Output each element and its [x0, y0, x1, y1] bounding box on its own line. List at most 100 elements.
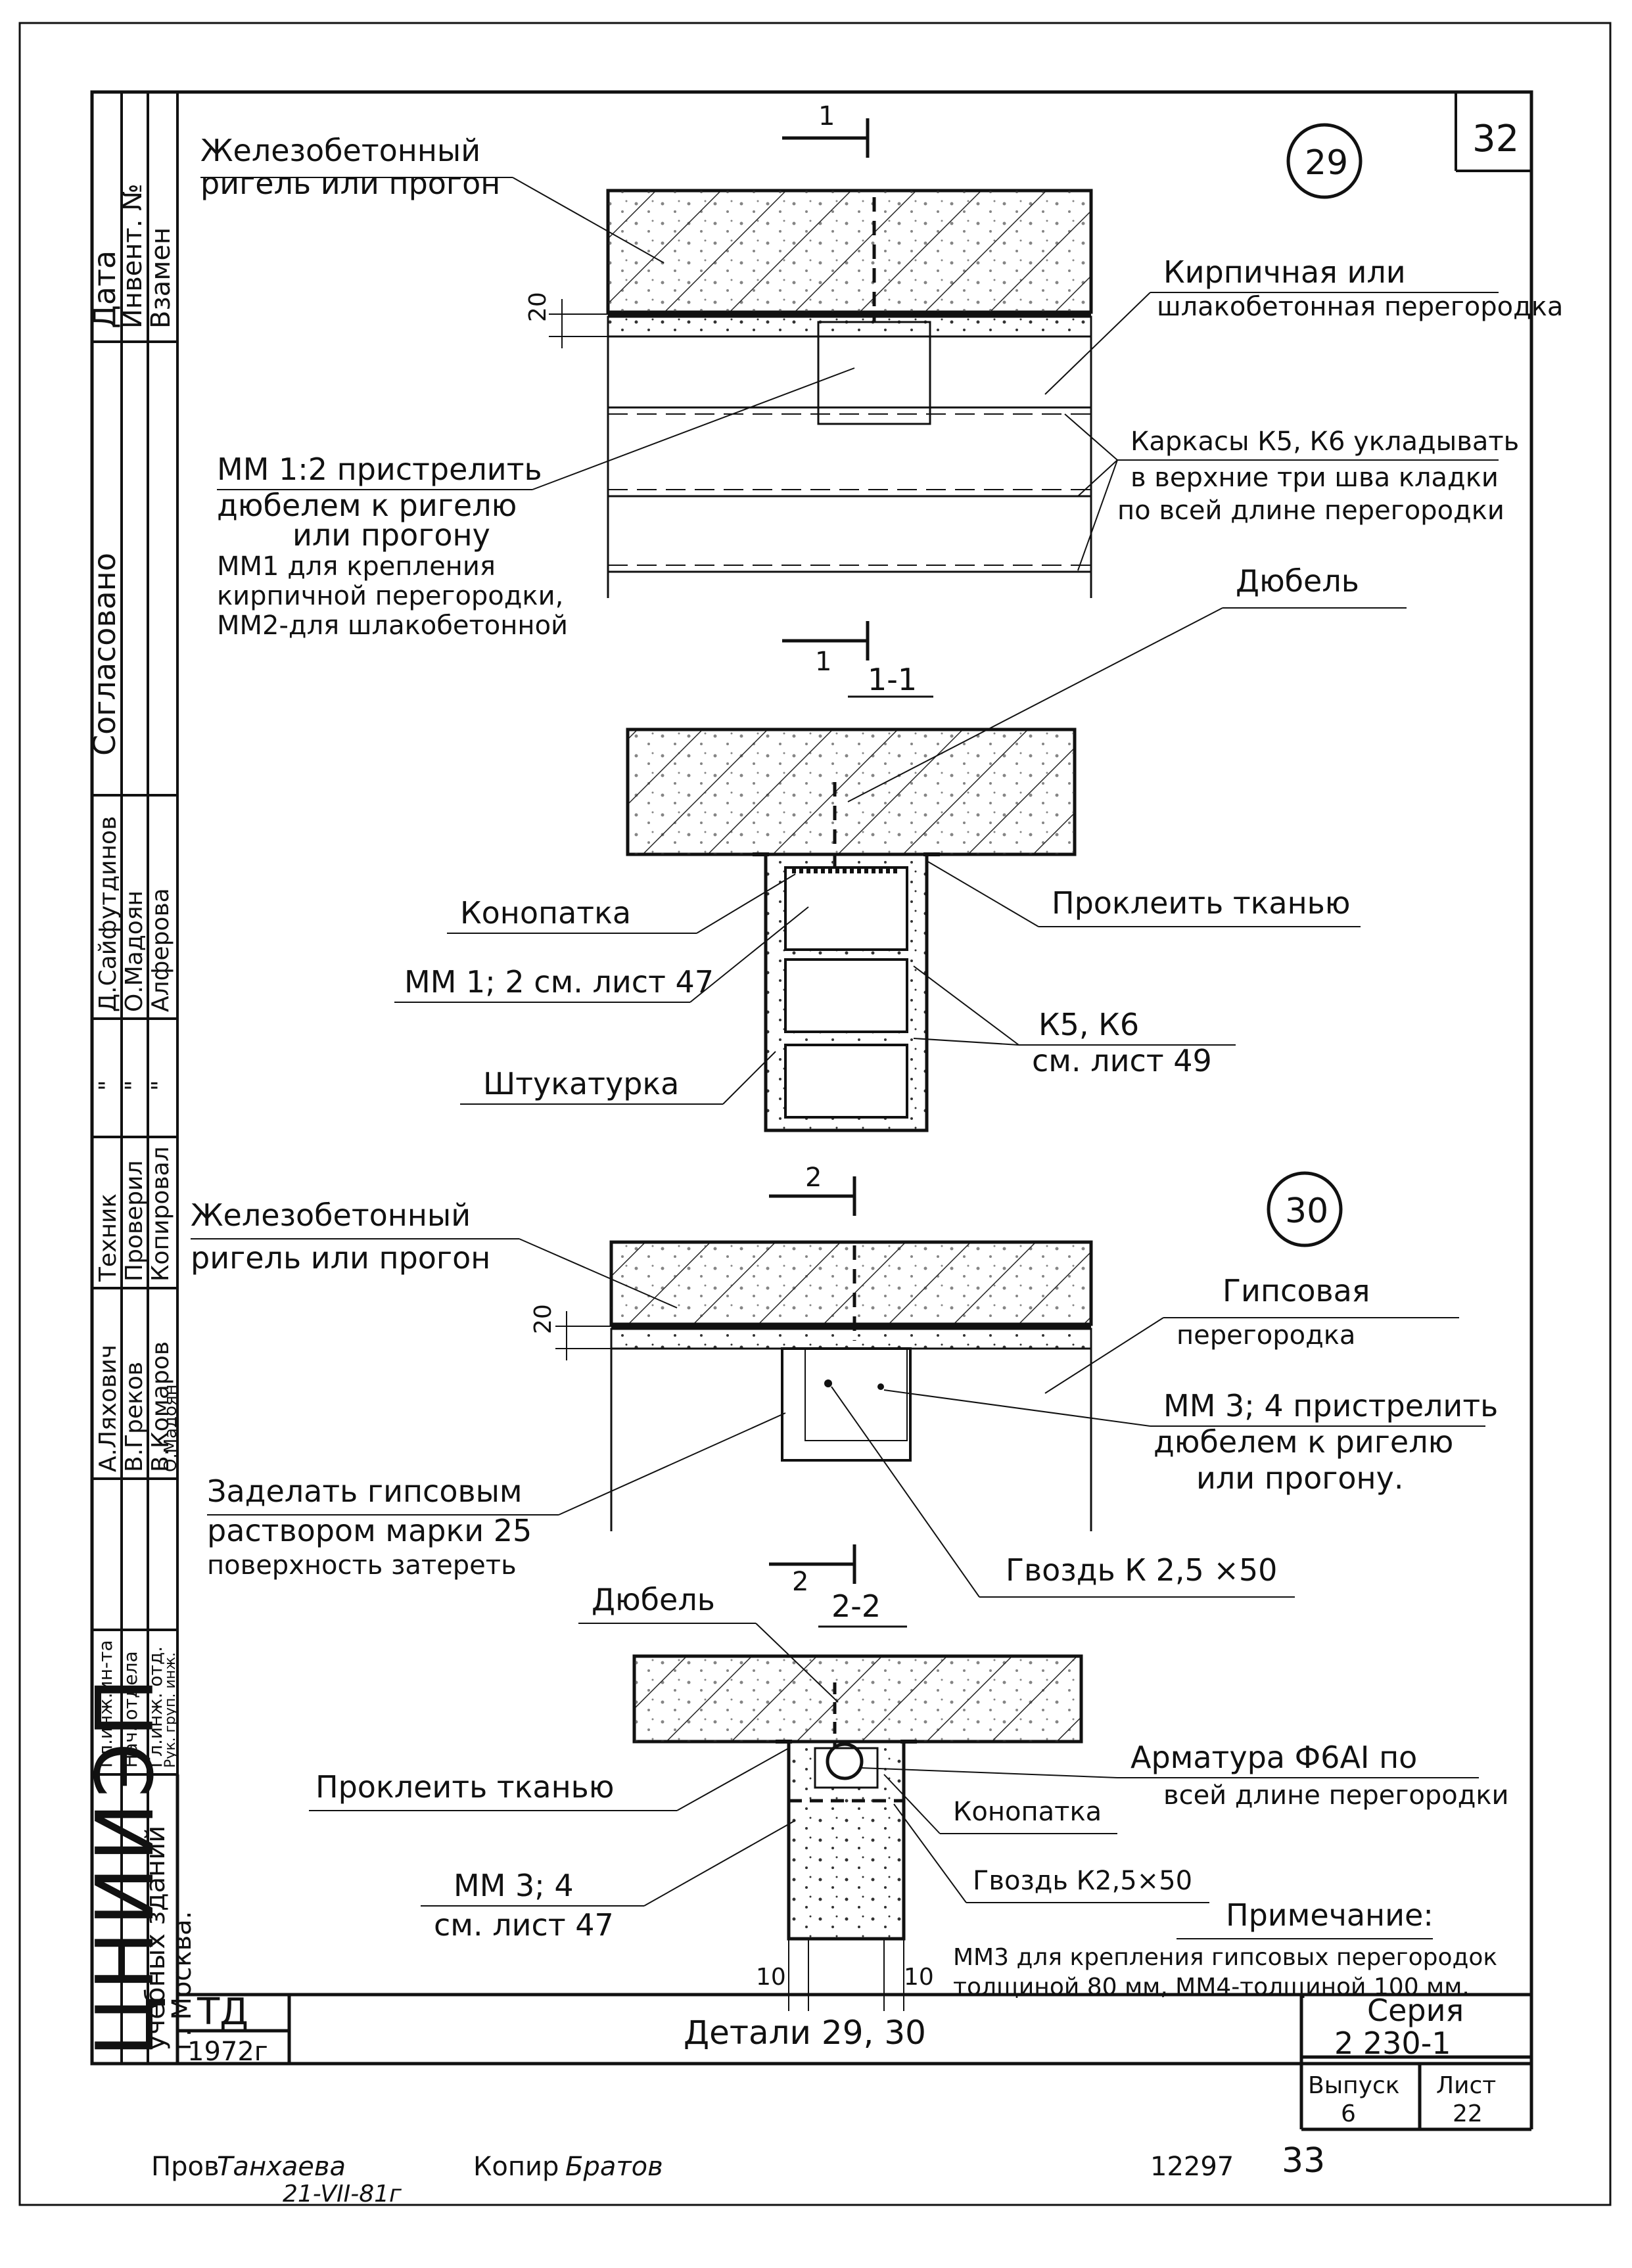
d29-mm-3: ММ1 для крепления — [217, 551, 496, 582]
s11-dowel: Дюбель — [1236, 563, 1359, 599]
note: Примечание: ММ3 для крепления гипсовых п… — [953, 1897, 1497, 2001]
d30-mm-2: или прогону. — [1196, 1460, 1403, 1496]
footer-check-name: Танхаева — [217, 2152, 346, 2182]
detail-29: 29 1 20 1 Железобетонный ригель или прог — [200, 101, 1563, 677]
s22-dim-10a: 10 — [756, 1964, 786, 1991]
d30-fill-0: Заделать гипсовым — [207, 1473, 523, 1509]
stamp-role-a1: Проверил — [121, 1160, 148, 1282]
d29-partition-1: шлакобетонная перегородка — [1157, 292, 1563, 322]
detail-30-number: 30 — [1285, 1192, 1328, 1231]
s22-nail: Гвоздь К2,5×50 — [973, 1866, 1192, 1896]
s11-caulk: Конопатка — [460, 895, 631, 931]
title-block — [175, 1774, 1531, 2064]
stamp-role-b3: Рук. груп. инж. — [162, 1652, 179, 1768]
d29-mm-5: ММ2-для шлакобетонной — [217, 611, 568, 641]
stamp-role-a0: Техник — [95, 1193, 122, 1282]
cut-mark-2-bottom: 2 — [792, 1567, 808, 1597]
s22-mm-1: см. лист 47 — [434, 1907, 614, 1943]
side-stamp — [91, 92, 179, 2064]
sheet-frame — [18, 22, 1612, 2206]
stamp-name-a0: Д.Сайфутдинов — [95, 816, 122, 1012]
d30-partition-0: Гипсовая — [1223, 1273, 1370, 1308]
title-block-text: ТД 1972г Детали 29, 30 Серия 2 230-1 — [187, 1991, 1464, 2067]
s11-k-0: К5, К6 — [1038, 1007, 1139, 1042]
archive-number: 12297 — [1150, 2152, 1234, 2182]
footer-copy-name: Братов — [565, 2152, 663, 2182]
s22-rebar-0: Арматура Ф6АI по — [1131, 1740, 1417, 1775]
s22-dowel: Дюбель — [592, 1582, 715, 1617]
s11-plaster: Штукатурка — [483, 1066, 679, 1101]
year: 1972г — [187, 2037, 268, 2067]
stamp-quote-2: " — [147, 1080, 174, 1091]
side-stamp-date-col: Дата Инвент. № Взамен Согласовано Д.Сайф… — [87, 183, 181, 1768]
d29-partition-0: Кирпичная или — [1163, 254, 1406, 290]
detail29-dim-20: 20 — [525, 292, 551, 322]
top-sheet-number: 32 — [1472, 118, 1519, 160]
cut-mark-2-top: 2 — [805, 1163, 822, 1193]
d30-mm-1: дюбелем к ригелю — [1154, 1424, 1453, 1460]
stamp-name-a2: Алферова — [147, 888, 174, 1012]
sheet-number-box: 32 — [1455, 92, 1531, 172]
issue-sheet-box: Выпуск 6 Лист 22 — [1299, 2064, 1533, 2131]
s22-caulk: Конопатка — [953, 1797, 1102, 1827]
section-2-2-title: 2-2 — [831, 1588, 881, 1624]
detail-30: 30 2 20 2 Железобетонный ригель или прог… — [191, 1163, 1498, 1598]
stamp-invent: Инвент. № — [118, 183, 148, 329]
stamp-role-b2: Гл.инж. отд. — [145, 1646, 166, 1768]
footer-copy: Копир — [473, 2152, 559, 2182]
s11-mm: ММ 1; 2 см. лист 47 — [404, 964, 714, 1000]
stamp-role-a2: Копировал — [147, 1146, 174, 1282]
d30-partition-1: перегородка — [1177, 1320, 1355, 1351]
td-label: ТД — [197, 1991, 248, 2033]
org-sub-0: учебных зданий — [141, 1826, 171, 2050]
d29-frames-1: в верхние три шва кладки — [1131, 463, 1499, 493]
cut-mark-1-top: 1 — [818, 101, 835, 131]
organization-stamp: ЦНИИЭП учебных зданий г. Москва. — [80, 1673, 197, 2057]
d29-beam-1: ригель или прогон — [200, 166, 500, 201]
d30-beam-0: Железобетонный — [191, 1197, 471, 1233]
stamp-replaced: Взамен — [146, 227, 176, 329]
section-1-1-title: 1-1 — [868, 662, 917, 697]
issue-label: Выпуск — [1308, 2072, 1400, 2099]
s22-glue: Проклеить тканью — [315, 1769, 615, 1805]
section-1-1: 1-1 Дюбель Конопатка Проклеить тканью ММ… — [394, 563, 1407, 1132]
stamp-name-b0: А.Ляхович — [95, 1345, 122, 1472]
note-line-0: ММ3 для крепления гипсовых перегородок — [953, 1944, 1497, 1971]
stamp-name-b3: О.Мадоян — [161, 1384, 181, 1472]
cut-mark-1-bottom: 1 — [815, 647, 831, 677]
s11-glue: Проклеить тканью — [1052, 885, 1351, 921]
d29-mm-0: ММ 1:2 пристрелить — [217, 451, 542, 487]
detail30-dim-20: 20 — [530, 1304, 557, 1334]
section-2-2: 2-2 10 10 Дюбель Проклеить тканью Армату… — [309, 1582, 1509, 2011]
detail-29-number: 29 — [1305, 143, 1348, 183]
stamp-role-b1: Нач. отдела — [120, 1651, 141, 1768]
d30-fill-1: раствором марки 25 — [207, 1513, 532, 1548]
footer-checked: Пров — [151, 2152, 220, 2182]
s11-k-1: см. лист 49 — [1032, 1043, 1212, 1078]
bottom-sheet-number: 33 — [1282, 2141, 1325, 2181]
stamp-name-a1: О.Мадоян — [121, 891, 148, 1012]
d29-mm-4: кирпичной перегородки, — [217, 581, 563, 611]
stamp-quote-1: " — [121, 1080, 148, 1091]
d30-mm-0: ММ 3; 4 пристрелить — [1163, 1388, 1498, 1423]
series-label: Серия — [1367, 1993, 1464, 2028]
issue-value: 6 — [1341, 2100, 1356, 2127]
d29-frames-0: Каркасы К5, К6 укладывать — [1131, 427, 1519, 457]
org-name: ЦНИИЭП — [80, 1673, 172, 2057]
d29-frames-2: по всей длине перегородки — [1117, 496, 1504, 526]
sheet-value: 22 — [1453, 2100, 1483, 2127]
d30-beam-1: ригель или прогон — [191, 1240, 490, 1276]
note-title: Примечание: — [1226, 1897, 1434, 1933]
stamp-name-b1: В.Греков — [121, 1362, 148, 1472]
s22-rebar-1: всей длине перегородки — [1163, 1780, 1509, 1811]
footer-check-date: 21-VII-81г — [283, 2181, 402, 2208]
stamp-date: Дата — [87, 250, 122, 329]
stamp-quote-0: " — [95, 1080, 122, 1091]
series-value: 2 230-1 — [1334, 2025, 1451, 2061]
s22-dim-10b: 10 — [904, 1964, 934, 1991]
d30-fill-2: поверхность затереть — [207, 1550, 517, 1581]
d29-mm-2: или прогону — [292, 517, 490, 553]
org-sub-1: г. Москва. — [167, 1911, 197, 2050]
d30-nail: Гвоздь К 2,5 ×50 — [1006, 1552, 1277, 1588]
